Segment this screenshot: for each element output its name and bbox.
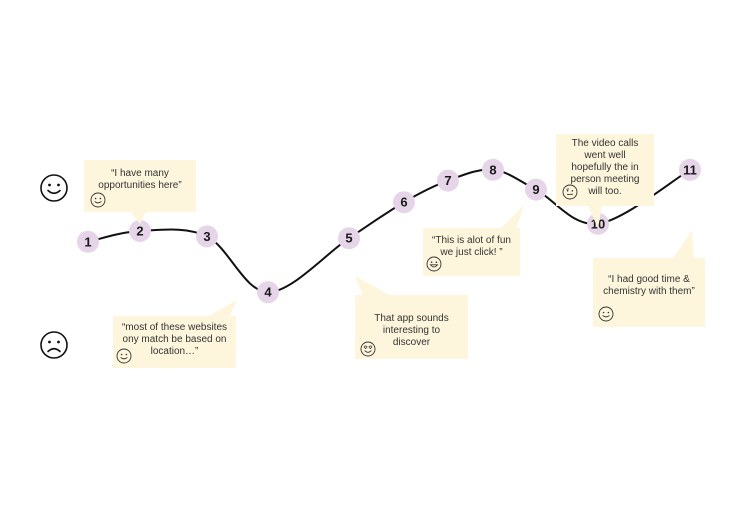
note-step-4: “most of these websites ony match be bas… (113, 316, 236, 368)
sad-face-icon (40, 331, 68, 359)
step-node-3: 3 (196, 225, 218, 248)
smile-icon (598, 306, 614, 322)
grin-icon (426, 256, 442, 272)
note-text: That app sounds interesting to discover (374, 313, 449, 348)
note-text: “I had good time & chemistry with them” (603, 274, 695, 297)
happy-face-icon (40, 174, 68, 202)
note-text: “most of these websites ony match be bas… (121, 322, 228, 357)
step-marker (196, 225, 218, 248)
step-marker (129, 220, 151, 242)
step-marker (525, 178, 547, 201)
step-node-4: 4 (257, 281, 279, 304)
note-tail (205, 300, 237, 318)
step-number: 11 (683, 162, 697, 177)
step-number: 5 (345, 231, 352, 246)
step-node-5: 5 (338, 227, 360, 250)
thinking-face-icon (562, 184, 578, 200)
step-marker (679, 158, 701, 181)
smile-icon (90, 192, 106, 208)
step-number: 4 (264, 285, 272, 300)
note-text: The video calls went well hopefully the … (570, 138, 640, 197)
step-marker (257, 281, 279, 304)
note-step-10: The video calls went well hopefully the … (556, 134, 654, 206)
step-marker (482, 158, 504, 181)
step-number: 8 (489, 162, 496, 177)
step-node-8: 8 (482, 158, 504, 181)
step-number: 1 (84, 234, 91, 249)
note-tail (672, 230, 694, 260)
note-step-5: That app sounds interesting to discover (355, 295, 468, 359)
step-node-2: 2 (129, 220, 151, 242)
step-marker (77, 230, 99, 253)
note-tail (588, 205, 602, 229)
step-marker (437, 169, 459, 192)
step-number: 7 (444, 173, 451, 188)
step-node-11: 11 (679, 158, 701, 181)
note-tail (500, 205, 524, 229)
step-node-1: 1 (77, 230, 99, 253)
step-marker (338, 227, 360, 250)
note-step-2: “I have many opportunities here” (84, 160, 196, 212)
step-node-9: 9 (525, 178, 547, 201)
step-number: 2 (136, 224, 143, 239)
smile-icon (116, 348, 132, 364)
note-step-11: “I had good time & chemistry with them” (593, 258, 705, 327)
note-tail (355, 276, 391, 296)
step-nodes: 1234567891011 (77, 158, 701, 304)
note-tail (130, 211, 146, 224)
step-number: 9 (532, 182, 539, 197)
step-marker (393, 191, 415, 214)
note-step-7: “This is alot of fun we just click! ” (423, 228, 520, 276)
note-text: “This is alot of fun we just click! ” (432, 235, 511, 258)
step-node-6: 6 (393, 191, 415, 214)
step-number: 6 (400, 195, 407, 210)
step-node-7: 7 (437, 169, 459, 192)
note-text: “I have many opportunities here” (98, 168, 182, 191)
step-number: 3 (203, 229, 210, 244)
heart-eyes-icon (360, 341, 376, 357)
